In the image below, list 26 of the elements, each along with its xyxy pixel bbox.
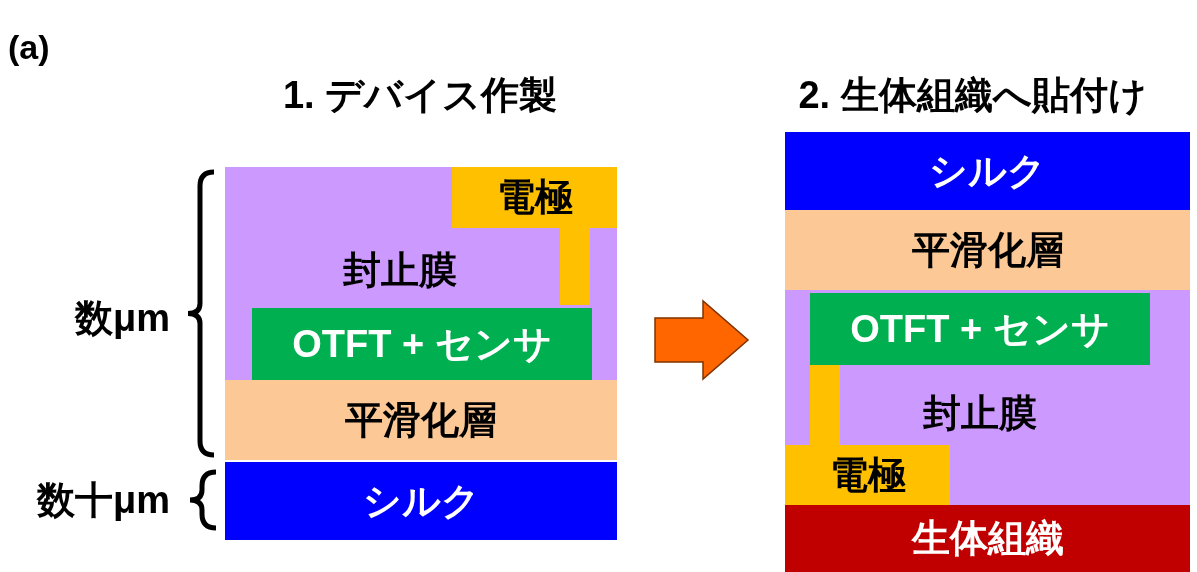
dimension-label: 数μm [73, 295, 170, 341]
layer-label: 電極 [495, 175, 574, 220]
layer-band [252, 308, 592, 380]
layer-label: 生体組織 [910, 516, 1065, 561]
panel-heading: 1. デバイス作製 [281, 72, 559, 118]
layer-band [225, 167, 617, 380]
layer-label: 電極 [828, 452, 907, 498]
layer-label: 平滑化層 [344, 397, 498, 443]
layer-band [785, 132, 1190, 210]
dimension-label: 数十μm [35, 477, 170, 523]
layer-band [225, 462, 617, 540]
block-arrow [654, 299, 750, 381]
layer-band [785, 290, 1190, 505]
layer-band [225, 380, 617, 460]
layer-band [785, 505, 1190, 572]
layer-label: 封止膜 [922, 390, 1038, 436]
figure-label: (a) [8, 26, 51, 68]
layer-label: 封止膜 [342, 247, 458, 293]
layer-label: シルク [928, 148, 1047, 194]
panel-heading: 2. 生体組織へ貼付け [797, 72, 1148, 118]
layer-band [785, 210, 1190, 290]
layer-label: シルク [361, 478, 481, 524]
layer-label: OTFT + センサ [291, 321, 553, 367]
layer-band [810, 293, 1150, 365]
layer-label: OTFT + センサ [849, 306, 1111, 352]
layer-label: 平滑化層 [910, 227, 1065, 273]
